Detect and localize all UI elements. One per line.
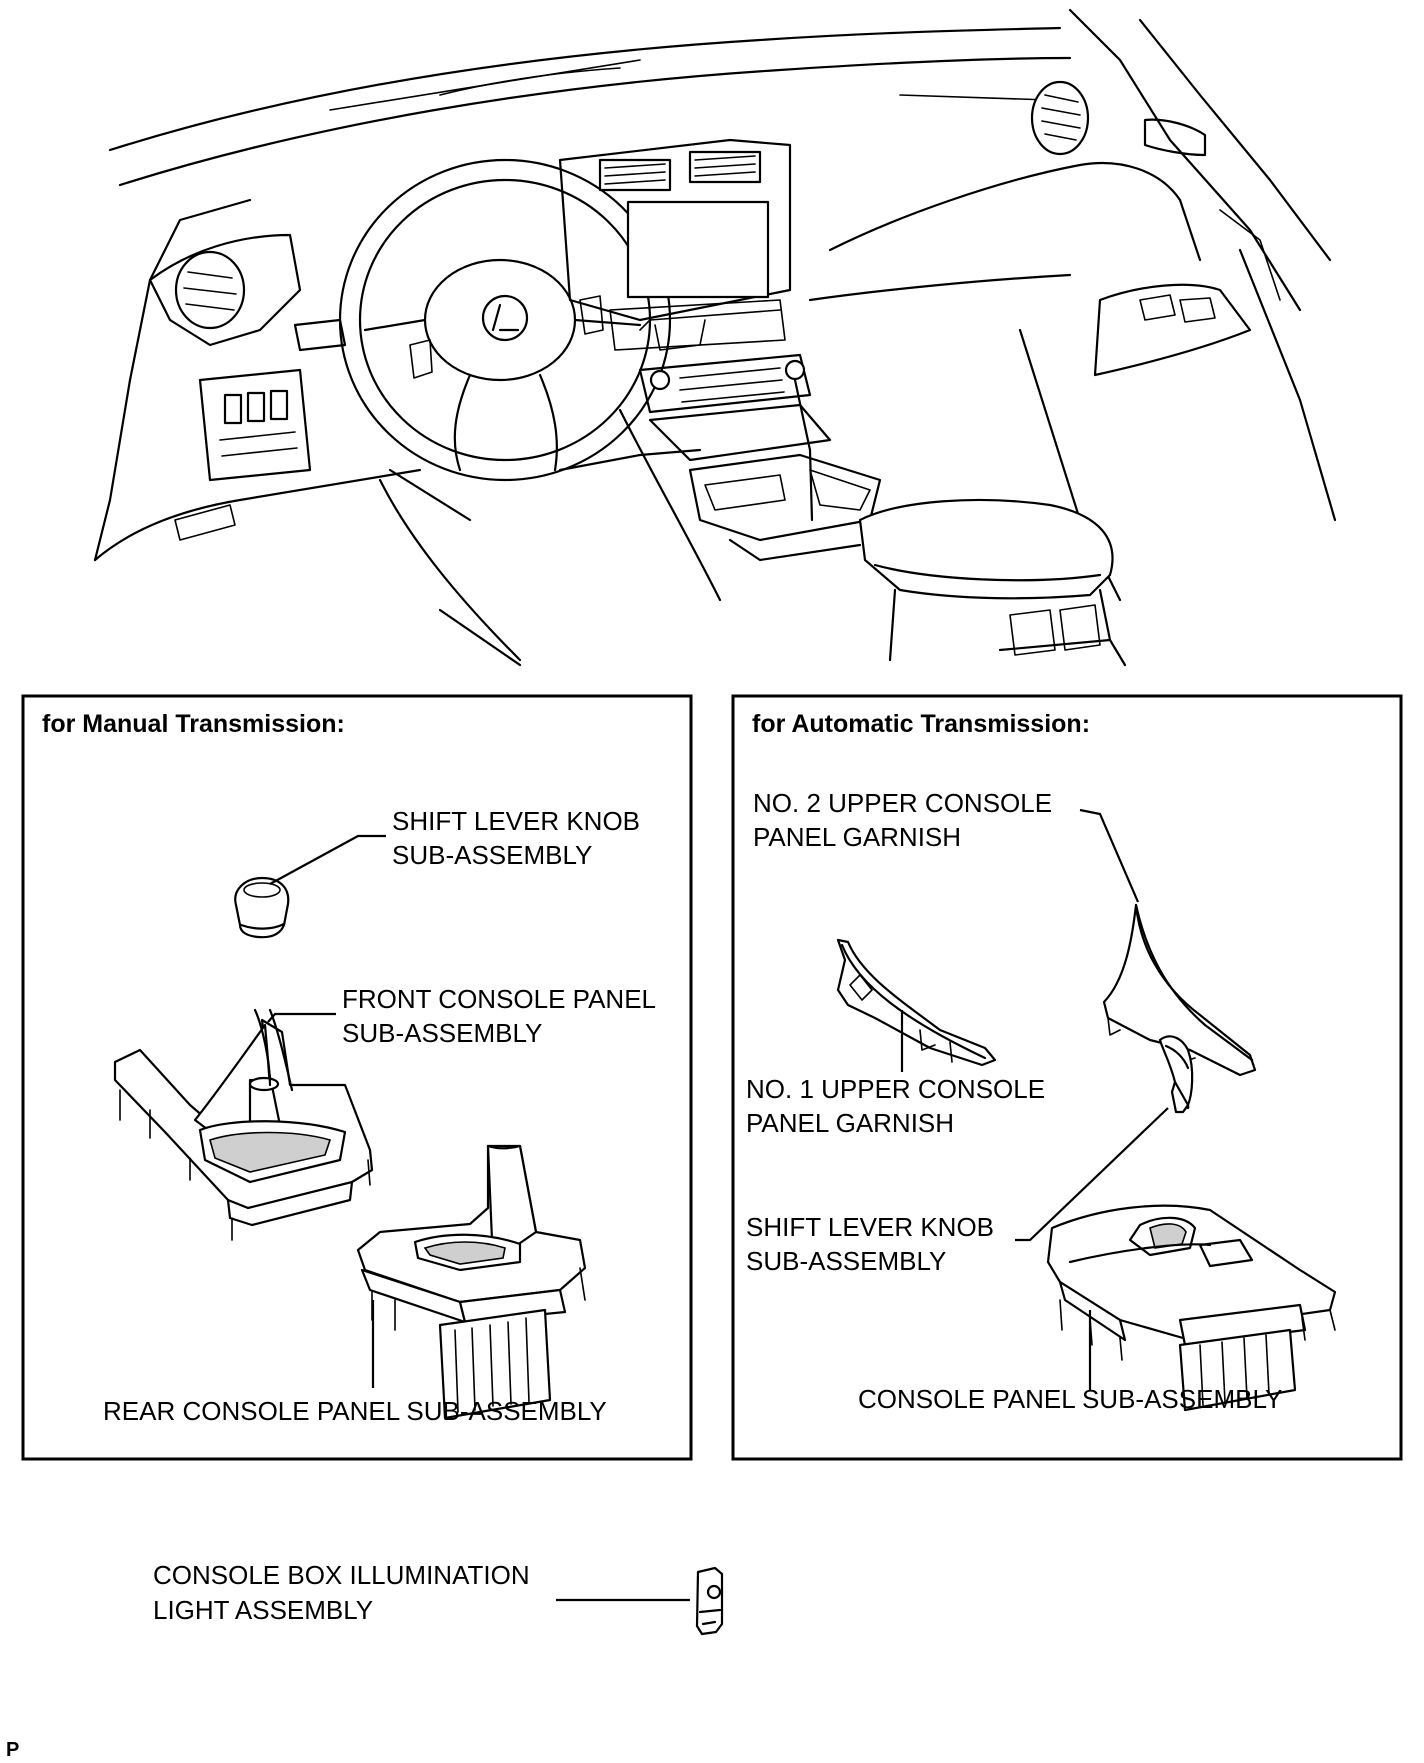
manual-front-panel-label: FRONT CONSOLE PANEL SUB-ASSEMBLY (342, 984, 662, 1048)
console-panel-label: CONSOLE PANEL SUB-ASSEMBLY (858, 1384, 1282, 1414)
dashboard-illustration (93, 8, 1337, 667)
manual-rear-console-panel-part (356, 1144, 587, 1420)
manual-front-console-panel-part (113, 1008, 374, 1241)
automatic-transmission-box: for Automatic Transmission: NO. 2 UPPER … (731, 694, 1403, 1461)
manual-rear-panel-label: REAR CONSOLE PANEL SUB-ASSEMBLY (103, 1396, 607, 1426)
no1-garnish-part (836, 938, 997, 1067)
automatic-box-header: for Automatic Transmission: (752, 710, 1090, 738)
manual-shift-knob-leader (269, 834, 386, 885)
automatic-shift-knob-label: SHIFT LEVER KNOB SUB-ASSEMBLY (746, 1212, 1001, 1276)
manual-shift-knob-part (234, 876, 290, 939)
illumination-light-part (695, 1566, 724, 1636)
manual-box-header: for Manual Transmission: (42, 710, 345, 738)
automatic-console-panel-part (1046, 1204, 1337, 1412)
corner-mark: P (6, 1739, 19, 1761)
illumination-label: CONSOLE BOX ILLUMINATION LIGHT ASSEMBLY (153, 1560, 537, 1625)
no2-garnish-part (1102, 903, 1257, 1077)
manual-transmission-box: for Manual Transmission: SHIFT LEVER KNO… (21, 694, 693, 1461)
no1-garnish-label: NO. 1 UPPER CONSOLE PANEL GARNISH (746, 1074, 1052, 1138)
manual-shift-knob-label: SHIFT LEVER KNOB SUB-ASSEMBLY (392, 806, 647, 870)
illumination-light-group: CONSOLE BOX ILLUMINATION LIGHT ASSEMBLY (153, 1560, 724, 1636)
no2-garnish-label: NO. 2 UPPER CONSOLE PANEL GARNISH (753, 788, 1059, 852)
automatic-shift-knob-part (1158, 1035, 1194, 1114)
automatic-shift-knob-leader (1015, 1107, 1169, 1242)
manual-front-panel-leader (267, 1012, 336, 1023)
no2-garnish-leader (1079, 808, 1140, 903)
